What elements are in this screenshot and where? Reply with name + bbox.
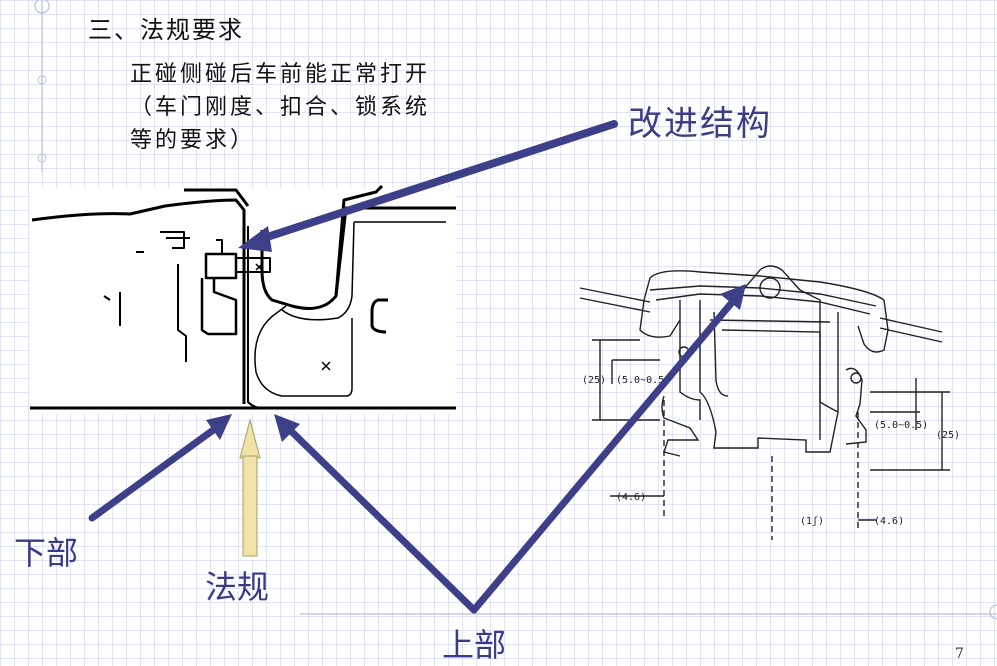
requirement-line-3: 等的要求） <box>130 128 256 153</box>
dim-center: (1ʃ) <box>800 516 824 527</box>
annotation-arrows <box>88 120 746 614</box>
dim-46-left: (4.6) <box>616 492 646 503</box>
right-section-drawing <box>579 265 950 540</box>
right-drawing-dimensions: (25) (5.0~0.5) (5.0~0.5) (25) (4.6) (4.6… <box>582 375 960 527</box>
dim-5-right: (5.0~0.5) <box>874 420 928 431</box>
requirement-text: 正碰侧碰后车前能正常打开 （车门刚度、扣合、锁系统 等的要求） <box>130 58 510 157</box>
dim-25-right: (25) <box>936 430 960 441</box>
left-section-drawing <box>30 184 456 414</box>
dim-46-right: (4.6) <box>874 516 904 527</box>
footer-circle <box>989 604 997 620</box>
left-margin-decoration <box>34 0 50 172</box>
requirement-line-2: （车门刚度、扣合、锁系统 <box>130 95 431 120</box>
label-improved-structure: 改进结构 <box>628 104 772 144</box>
dim-5-left: (5.0~0.5) <box>616 375 670 386</box>
label-lower: 下部 <box>14 534 79 572</box>
page-number: 7 <box>955 646 964 662</box>
slide-heading: 三、法规要求 <box>88 16 244 44</box>
requirement-line-1: 正碰侧碰后车前能正常打开 <box>130 62 431 87</box>
label-upper: 上部 <box>442 626 507 664</box>
dim-25-left: (25) <box>582 375 606 386</box>
label-regulation: 法规 <box>205 568 270 606</box>
